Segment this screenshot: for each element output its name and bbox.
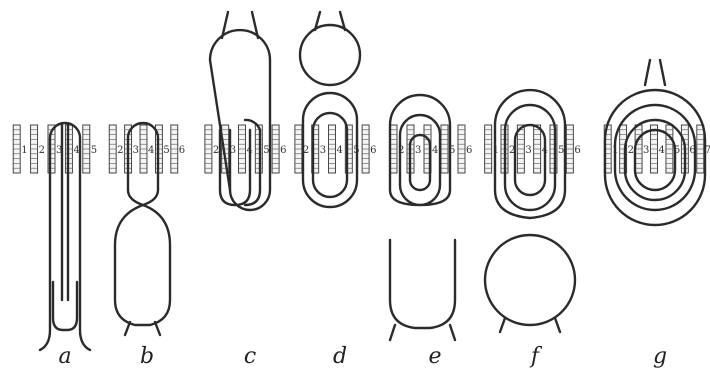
pin-number-g-2: 2 bbox=[628, 145, 634, 156]
panel-g-top-tails bbox=[645, 60, 665, 85]
pin-number-g-3: 3 bbox=[643, 145, 649, 156]
pin-number-b-5: 5 bbox=[163, 145, 169, 156]
pin-number-a-1: 1 bbox=[21, 145, 27, 156]
panel-a-lower-tail bbox=[53, 282, 77, 330]
panel-c-top-tails bbox=[222, 12, 258, 38]
pin-number-f-6: 6 bbox=[574, 145, 580, 156]
pin-number-b-2: 2 bbox=[117, 145, 123, 156]
pin-number-e-3: 3 bbox=[415, 145, 421, 156]
panel-d-upper-circle bbox=[300, 25, 360, 85]
pin-number-d-6: 6 bbox=[370, 145, 376, 156]
pin-number-e-6: 6 bbox=[466, 145, 472, 156]
caption-f: f bbox=[515, 344, 555, 369]
caption-a: a bbox=[45, 344, 85, 369]
caption-e: e bbox=[415, 344, 455, 369]
pin-number-f-5: 5 bbox=[558, 145, 564, 156]
pin-number-e-4: 4 bbox=[432, 145, 438, 156]
pin-number-a-5: 5 bbox=[91, 145, 97, 156]
pin-number-b-4: 4 bbox=[148, 145, 154, 156]
caption-b: b bbox=[127, 344, 167, 369]
caption-g: g bbox=[640, 344, 680, 369]
pin-number-a-2: 2 bbox=[39, 145, 45, 156]
pin-number-b-3: 3 bbox=[133, 145, 139, 156]
pin-number-b-6: 6 bbox=[179, 145, 185, 156]
pin-number-d-4: 4 bbox=[337, 145, 343, 156]
pin-number-f-3: 3 bbox=[525, 145, 531, 156]
pin-number-c-6: 6 bbox=[280, 145, 286, 156]
panel-b-lower-loop bbox=[115, 190, 170, 325]
caption-d: d bbox=[320, 344, 360, 369]
pin-number-c-5: 5 bbox=[263, 145, 269, 156]
panel-e-lower-loop bbox=[390, 240, 455, 328]
panel-f-lower-circle bbox=[485, 235, 575, 325]
pin-number-c-2: 2 bbox=[213, 145, 219, 156]
pin-number-d-3: 3 bbox=[320, 145, 326, 156]
caption-c: c bbox=[230, 344, 270, 369]
pin-number-g-4: 4 bbox=[658, 145, 664, 156]
